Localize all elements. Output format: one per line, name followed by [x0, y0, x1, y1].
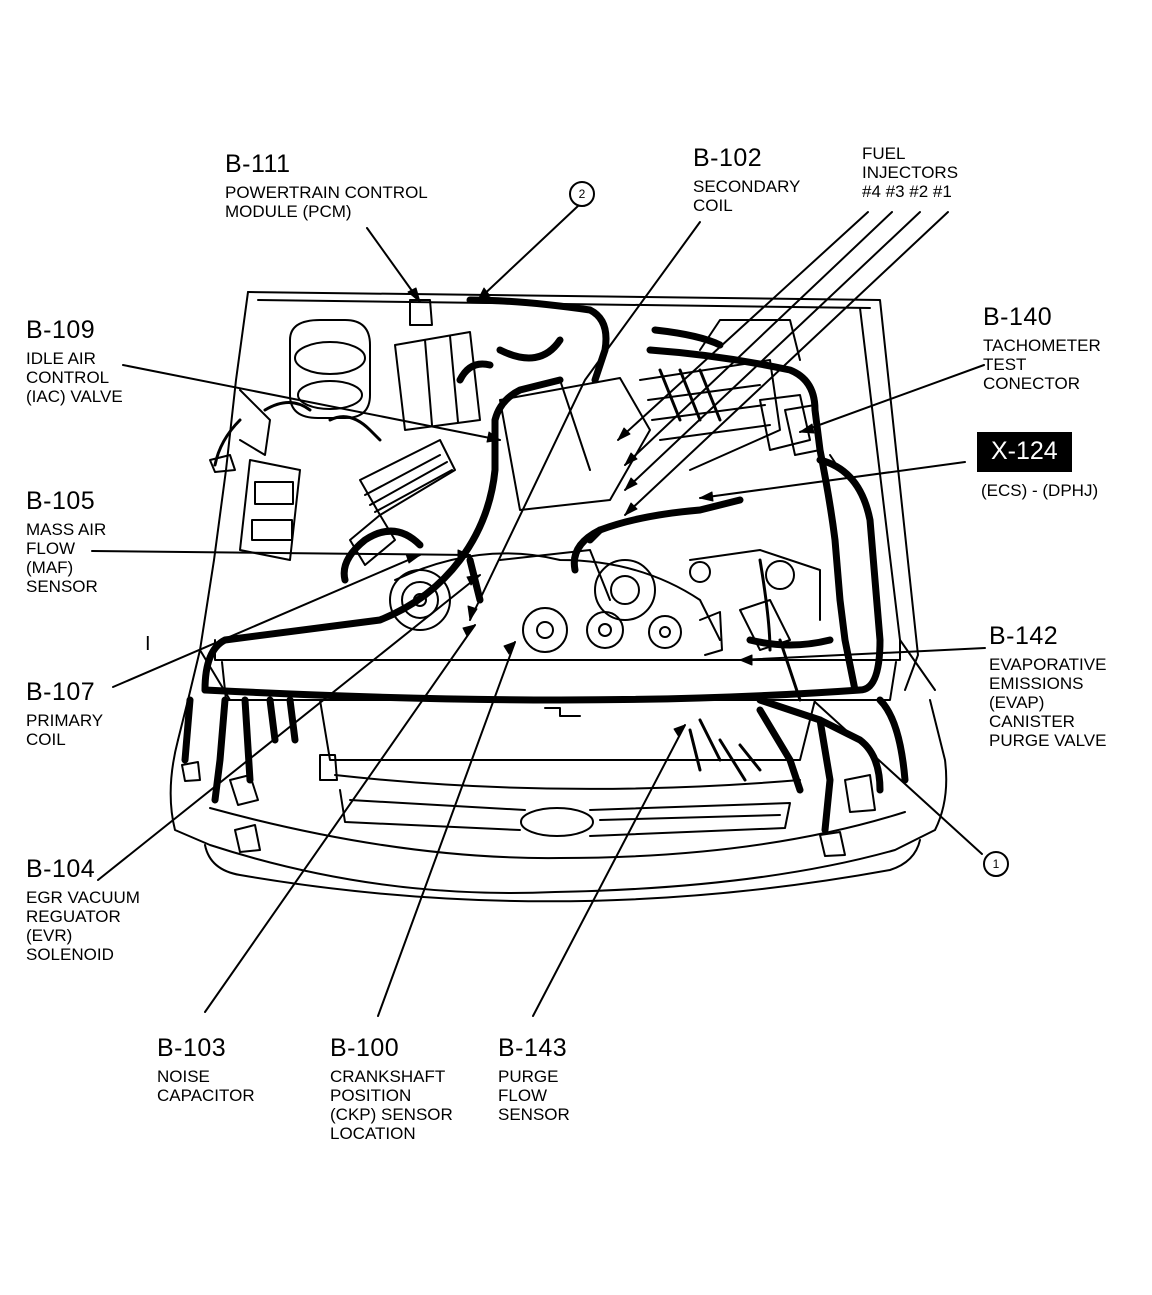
label-b140: B-140 TACHOMETER TEST CONECTOR: [983, 303, 1101, 394]
label-b103-code: B-103: [157, 1034, 227, 1062]
label-b143-code: B-143: [498, 1034, 568, 1062]
leader-injector-4: [617, 211, 869, 441]
label-b111: B-111 POWERTRAIN CONTROL MODULE (PCM): [225, 150, 428, 222]
label-fuel-injectors: FUEL INJECTORS #4 #3 #2 #1: [862, 144, 958, 201]
callout-1: 1: [983, 851, 1009, 877]
grille: [334, 774, 801, 837]
leader-b100: [377, 641, 516, 1017]
label-b105-desc: MASS AIR FLOW (MAF) SENSOR: [26, 520, 107, 596]
label-b100-code: B-100: [330, 1034, 400, 1062]
label-b105-code: B-105: [26, 487, 96, 515]
label-b103-desc: NOISE CAPACITOR: [157, 1067, 255, 1105]
label-b103: B-103 NOISE CAPACITOR: [157, 1034, 255, 1106]
leader-injector-1: [624, 211, 949, 516]
leader-b111: [366, 227, 421, 303]
label-b142-desc: EVAPORATIVE EMISSIONS (EVAP) CANISTER PU…: [989, 655, 1107, 750]
label-x124-code: X-124: [977, 432, 1072, 472]
label-b107-desc: PRIMARY COIL: [26, 711, 104, 749]
leader-b109: [122, 364, 501, 441]
label-b109-code: B-109: [26, 316, 96, 344]
label-b109: B-109 IDLE AIR CONTROL (IAC) VALVE: [26, 316, 123, 407]
leader-callout-1: [814, 701, 983, 855]
air-cleaner: [239, 319, 456, 566]
label-b104-code: B-104: [26, 855, 96, 883]
label-b111-code: B-111: [225, 150, 291, 178]
leader-injector-3: [624, 211, 893, 466]
label-fuel-injectors-desc: FUEL INJECTORS #4 #3 #2 #1: [862, 144, 959, 201]
leader-lines: [91, 205, 986, 1017]
intake-manifold: [394, 319, 801, 511]
label-b107: B-107 PRIMARY COIL: [26, 678, 104, 750]
leader-b143: [532, 724, 686, 1017]
leader-b107: [112, 554, 421, 688]
label-b140-code: B-140: [983, 303, 1053, 331]
label-b142-code: B-142: [989, 622, 1059, 650]
wiring-harness: [181, 296, 909, 834]
label-b105: B-105 MASS AIR FLOW (MAF) SENSOR: [26, 487, 107, 597]
label-b102-code: B-102: [693, 144, 763, 172]
label-b100-desc: CRANKSHAFT POSITION (CKP) SENSOR LOCATIO…: [330, 1067, 453, 1143]
label-b104-desc: EGR VACUUM REGUATOR (EVR) SOLENOID: [26, 888, 140, 964]
label-b143-desc: PURGE FLOW SENSOR: [498, 1067, 570, 1124]
label-b109-desc: IDLE AIR CONTROL (IAC) VALVE: [26, 349, 123, 406]
label-b104: B-104 EGR VACUUM REGUATOR (EVR) SOLENOID: [26, 855, 140, 965]
leader-b104: [97, 574, 481, 881]
label-b111-desc: POWERTRAIN CONTROL MODULE (PCM): [225, 183, 428, 221]
leader-b103: [204, 624, 476, 1013]
leader-b142: [739, 647, 986, 661]
label-x124-desc: (ECS) - (DPHJ): [981, 481, 1099, 500]
label-b100: B-100 CRANKSHAFT POSITION (CKP) SENSOR L…: [330, 1034, 453, 1144]
label-b107-code: B-107: [26, 678, 96, 706]
label-b143: B-143 PURGE FLOW SENSOR: [498, 1034, 570, 1125]
label-b140-desc: TACHOMETER TEST CONECTOR: [983, 336, 1101, 393]
secondary-wiring: [213, 368, 802, 782]
leader-callout-2: [477, 205, 579, 301]
label-b102-desc: SECONDARY COIL: [693, 177, 801, 215]
engine-pulleys: [389, 549, 821, 653]
leader-arrowheads: [405, 287, 815, 738]
leader-b102: [469, 221, 701, 621]
leader-b140: [799, 364, 985, 433]
margin-mark: I: [145, 633, 151, 655]
leader-x124: [699, 461, 966, 499]
label-b102: B-102 SECONDARY COIL: [693, 144, 801, 216]
callout-2: 2: [569, 181, 595, 207]
misc-components: [181, 299, 876, 857]
leader-injector-2: [624, 211, 921, 491]
label-b142: B-142 EVAPORATIVE EMISSIONS (EVAP) CANIS…: [989, 622, 1107, 751]
